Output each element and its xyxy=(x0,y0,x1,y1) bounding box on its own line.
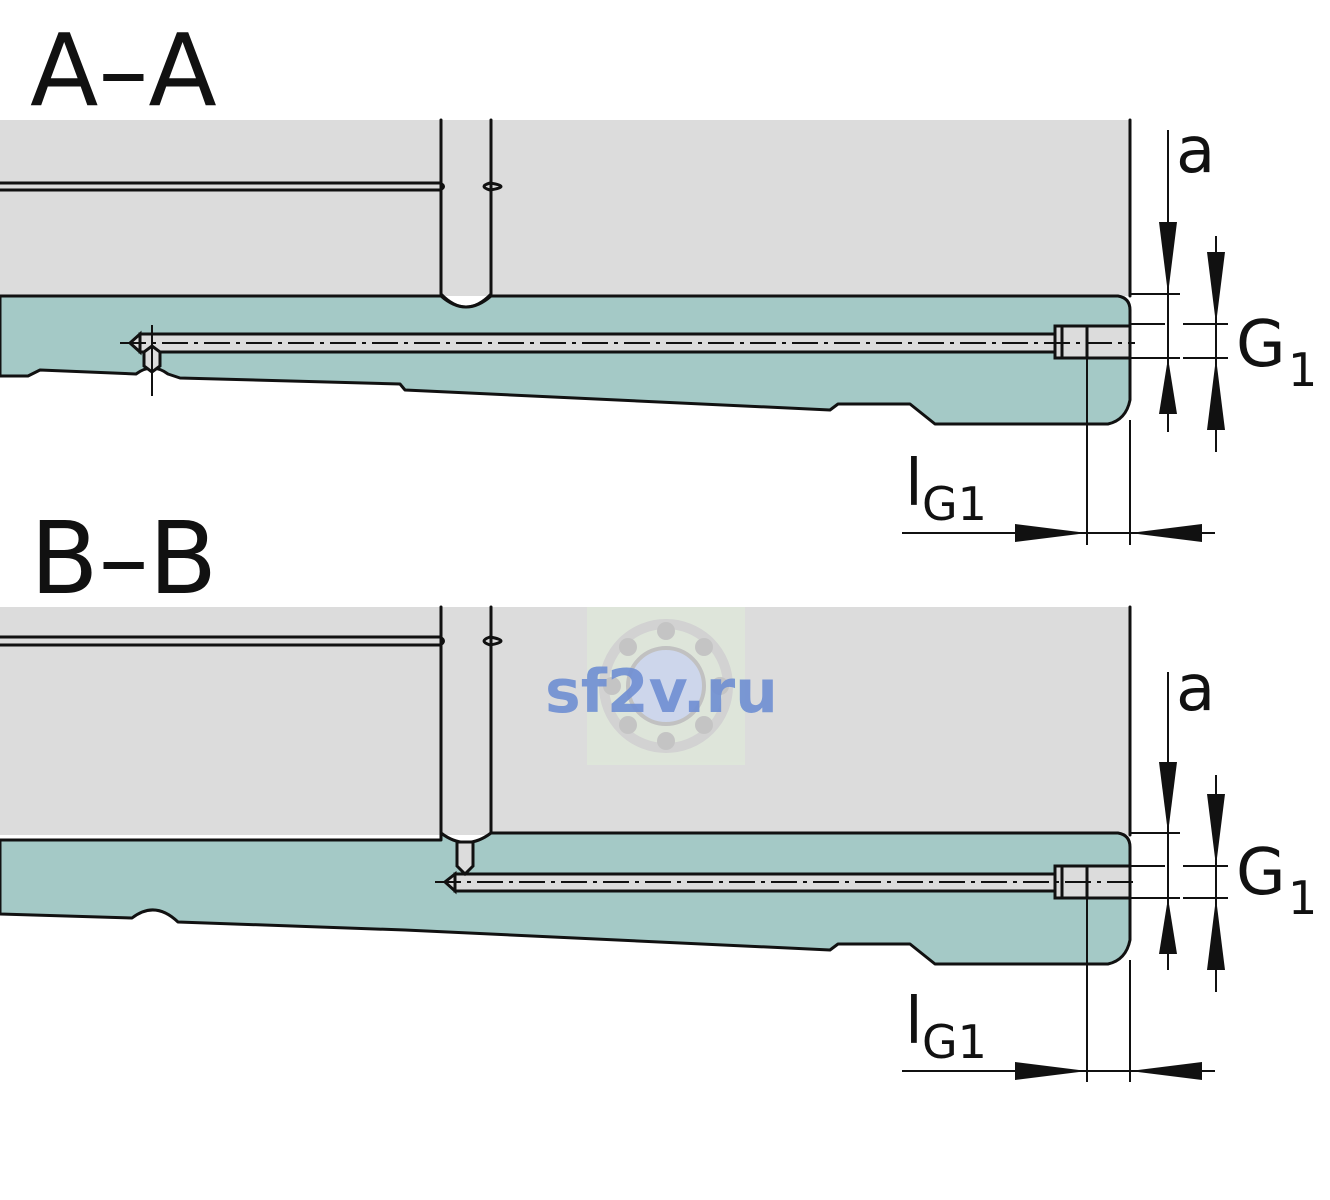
slot-lines-a xyxy=(0,181,442,192)
dimension-lg1-b: l G1 xyxy=(902,898,1215,1082)
bearing-ball xyxy=(657,622,675,640)
section-a-title: A–A xyxy=(30,12,217,129)
bearing-ball xyxy=(695,716,713,734)
dim-l-sub-a: G1 xyxy=(922,477,987,531)
cross-drill-b xyxy=(455,840,475,877)
bearing-ball xyxy=(619,638,637,656)
section-a-a: A–A a xyxy=(0,12,1317,545)
dim-a-label-a: a xyxy=(1176,114,1215,188)
dim-g-sub-b: 1 xyxy=(1288,871,1317,925)
watermark xyxy=(587,607,745,765)
bearing-inner-ring xyxy=(626,646,706,726)
dimension-g1-b: G 1 xyxy=(1130,775,1317,992)
bearing-ball xyxy=(657,732,675,750)
watermark-text: sf2v.ru xyxy=(545,657,778,727)
dim-a-label-b: a xyxy=(1176,652,1215,726)
dimension-a-a: a xyxy=(1130,114,1215,432)
bearing-ball xyxy=(695,638,713,656)
dim-l-label-b: l xyxy=(905,985,923,1059)
bearing-ball xyxy=(619,716,637,734)
dim-g-label-a: G xyxy=(1236,308,1286,382)
housing-block-a xyxy=(0,120,1130,296)
section-plate-b xyxy=(0,831,1132,966)
dim-l-sub-b: G1 xyxy=(922,1015,987,1069)
bearing-ball xyxy=(603,677,621,695)
bearing-ball xyxy=(711,677,729,695)
dimension-g1-a: G 1 xyxy=(1130,236,1317,452)
dimension-a-b: a xyxy=(1130,652,1215,970)
slot-lines-b xyxy=(0,635,442,647)
section-b-title: B–B xyxy=(30,500,217,617)
dimension-lg1-a: l G1 xyxy=(902,358,1215,545)
section-plate-a xyxy=(0,294,1132,426)
dim-g-label-b: G xyxy=(1236,836,1286,910)
dim-l-label-a: l xyxy=(905,447,923,521)
dim-g-sub-a: 1 xyxy=(1288,343,1317,397)
section-b-b: B–B a xyxy=(0,500,1317,1082)
